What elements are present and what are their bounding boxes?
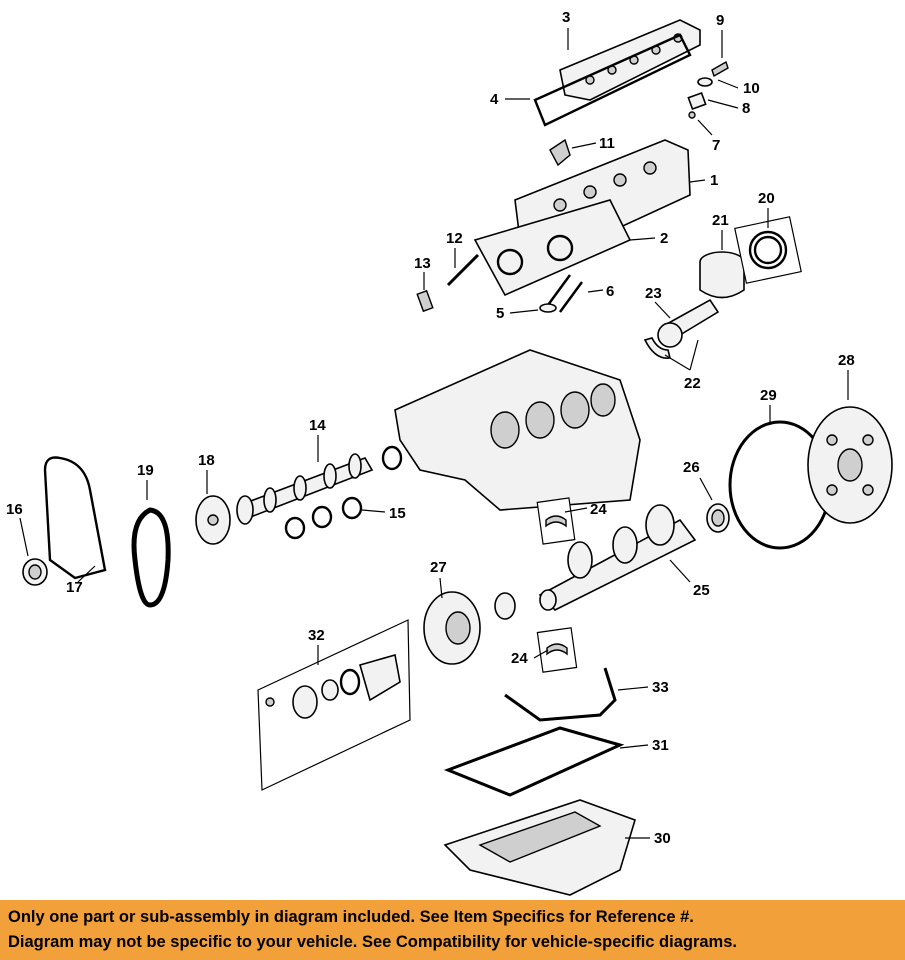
disclaimer-line-1: Only one part or sub-assembly in diagram… — [8, 908, 694, 926]
callout-3: 3 — [562, 9, 570, 26]
callout-10: 10 — [743, 80, 760, 97]
callout-7: 7 — [712, 137, 720, 154]
callout-22: 22 — [684, 375, 701, 392]
engine-parts-diagram: 3 9 4 10 8 7 11 1 2 12 13 5 6 21 20 23 2… — [6, 9, 893, 896]
callout-13: 13 — [414, 255, 431, 272]
main-bearing-lower — [536, 627, 578, 673]
valve-keepers — [687, 60, 729, 119]
crankshaft — [538, 504, 697, 611]
callout-5: 5 — [496, 305, 504, 322]
callout-17: 17 — [66, 579, 83, 596]
callout-24-lower: 24 — [511, 650, 528, 667]
pushrod — [446, 253, 480, 287]
oil-pan-gasket — [443, 726, 625, 797]
oil-pump-kit — [257, 619, 411, 791]
disclaimer-banner: Only one part or sub-assembly in diagram… — [0, 900, 905, 960]
callout-33: 33 — [652, 679, 669, 696]
callout-19: 19 — [137, 462, 154, 479]
timing-cover-gasket — [43, 456, 107, 580]
callout-21: 21 — [712, 212, 729, 229]
engine-block — [394, 349, 641, 511]
timing-chain — [131, 507, 171, 608]
oil-pan — [443, 799, 636, 896]
lifter — [416, 289, 434, 313]
callout-16: 16 — [6, 501, 23, 518]
callout-2: 2 — [660, 230, 668, 247]
main-bearing-upper — [536, 497, 576, 545]
callout-11: 11 — [599, 135, 615, 152]
oil-pickup-tube — [504, 667, 617, 722]
piston-rings — [734, 216, 802, 284]
camshaft — [236, 453, 374, 525]
callout-9: 9 — [716, 12, 724, 29]
cam-sprocket — [195, 495, 231, 545]
callout-18: 18 — [198, 452, 215, 469]
callout-15: 15 — [389, 505, 406, 522]
callout-27: 27 — [430, 559, 447, 576]
disclaimer-line-2: Diagram may not be specific to your vehi… — [8, 933, 737, 951]
callout-20: 20 — [758, 190, 775, 207]
callout-6: 6 — [606, 283, 614, 300]
callout-24-upper: 24 — [590, 501, 607, 518]
valve-cover-gasket — [533, 33, 692, 127]
callout-23: 23 — [645, 285, 662, 302]
callout-30: 30 — [654, 830, 671, 847]
callout-4: 4 — [490, 91, 499, 108]
callout-32: 32 — [308, 627, 325, 644]
front-seal — [22, 558, 48, 586]
callout-29: 29 — [760, 387, 777, 404]
callout-31: 31 — [652, 737, 669, 754]
piston — [699, 251, 745, 299]
connecting-rod — [643, 298, 720, 359]
rear-seal — [706, 503, 730, 533]
flexplate — [807, 406, 893, 524]
sensor — [549, 138, 571, 167]
callout-14: 14 — [309, 417, 326, 434]
callout-1: 1 — [710, 172, 718, 189]
callout-25: 25 — [693, 582, 710, 599]
valves — [539, 274, 584, 313]
callout-8: 8 — [742, 100, 750, 117]
cam-bearings — [284, 445, 403, 540]
callout-26: 26 — [683, 459, 700, 476]
leader-lines — [19, 28, 849, 839]
harmonic-balancer — [423, 591, 516, 665]
callout-28: 28 — [838, 352, 855, 369]
callout-12: 12 — [446, 230, 463, 247]
